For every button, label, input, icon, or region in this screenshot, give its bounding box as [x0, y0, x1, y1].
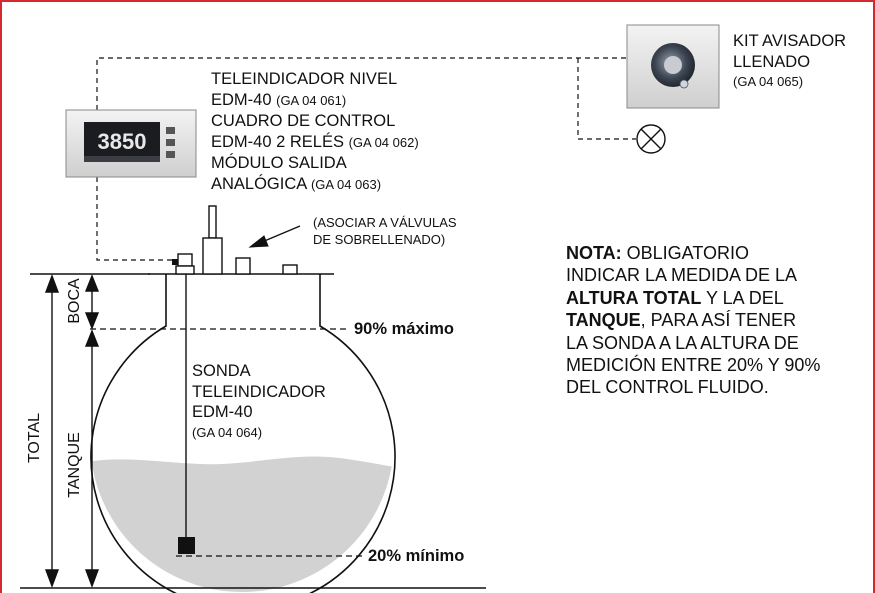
- note-line-4-rest: , PARA ASÍ TENER: [640, 310, 797, 331]
- teleindicador-line-6: ANALÓGICA (GA 04 063): [211, 174, 419, 196]
- analogica-name: ANALÓGICA: [211, 174, 307, 193]
- kit-line-2: LLENADO: [733, 52, 811, 71]
- note-tanque: TANQUE: [566, 310, 641, 331]
- code-ga-04-061: (GA 04 061): [276, 92, 347, 108]
- sonda-label: SONDA TELEINDICADOR EDM-40 (GA 04 064): [192, 361, 326, 443]
- dimension-total-label: TOTAL: [26, 413, 43, 463]
- note-line-1-rest: OBLIGATORIO: [621, 243, 750, 263]
- note-line-2: INDICAR LA MEDIDA DE LA: [566, 265, 798, 286]
- code-ga-04-062: (GA 04 062): [348, 134, 419, 150]
- note-line-4: TANQUE, PARA ASÍ TENER: [566, 309, 820, 331]
- probe-sensor: [178, 537, 195, 554]
- note-line-7: DEL CONTROL FLUIDO.: [566, 377, 769, 398]
- asociar-label: (ASOCIAR A VÁLVULAS DE SOBRELLENADO): [313, 214, 457, 248]
- liquid-fill: [90, 456, 394, 592]
- tank-outline: [90, 274, 396, 593]
- sonda-line-3: EDM-40: [192, 403, 253, 421]
- kit-line-3: (GA 04 065): [733, 74, 804, 89]
- note-line-6: MEDICIÓN ENTRE 20% Y 90%: [566, 355, 821, 376]
- kit-line-1: KIT AVISADOR: [733, 32, 847, 50]
- lamp-icon: [636, 124, 666, 154]
- sonda-line-2: TELEINDICADOR: [192, 382, 326, 401]
- note-line-3-rest: Y LA DEL: [701, 287, 784, 308]
- teleindicador-line-2: EDM-40 (GA 04 061): [211, 90, 419, 112]
- asociar-line-2: DE SOBRELLENADO): [313, 232, 446, 247]
- note-line-3: ALTURA TOTAL Y LA DEL: [566, 287, 820, 309]
- dimension-boca-label: BOCA: [66, 278, 83, 324]
- edm40-name: EDM-40: [211, 90, 272, 109]
- kit-avisador-device: [626, 24, 720, 109]
- teleindicador-line-1: TELEINDICADOR NIVEL: [211, 70, 398, 88]
- kit-avisador-label: KIT AVISADOR LLENADO (GA 04 065): [733, 31, 846, 93]
- edm40-2-reles-name: EDM-40 2 RELÉS: [211, 132, 344, 151]
- dimension-tanque-label: TANQUE: [66, 432, 83, 497]
- note-line-5: LA SONDA A LA ALTURA DE: [566, 332, 799, 353]
- pointer-arrow: [248, 225, 301, 248]
- code-ga-04-063: (GA 04 063): [310, 176, 382, 192]
- device-display-readout: 3850: [98, 129, 147, 154]
- teleindicador-device: 3850: [65, 109, 197, 178]
- dimension-lines: [30, 273, 150, 588]
- teleindicador-line-4: EDM-40 2 RELÉS (GA 04 062): [211, 132, 419, 154]
- sonda-line-1: SONDA: [192, 362, 251, 380]
- level-min-label: 20% mínimo: [368, 547, 465, 565]
- note-line-1: NOTA: OBLIGATORIO: [566, 242, 820, 264]
- note-block: NOTA: OBLIGATORIO INDICAR LA MEDIDA DE L…: [566, 242, 820, 399]
- note-title: NOTA:: [566, 243, 622, 263]
- probe-connector: [172, 259, 178, 265]
- level-max-label: 90% máximo: [354, 320, 454, 338]
- teleindicador-line-3: CUADRO DE CONTROL: [211, 112, 396, 130]
- note-altura-total: ALTURA TOTAL: [566, 287, 702, 308]
- teleindicador-line-5: MÓDULO SALIDA: [211, 154, 347, 172]
- sonda-line-4: (GA 04 064): [192, 424, 263, 440]
- teleindicador-label: TELEINDICADOR NIVEL EDM-40 (GA 04 061) C…: [211, 69, 419, 195]
- asociar-line-1: (ASOCIAR A VÁLVULAS: [313, 215, 457, 230]
- tank-fittings: [175, 205, 298, 275]
